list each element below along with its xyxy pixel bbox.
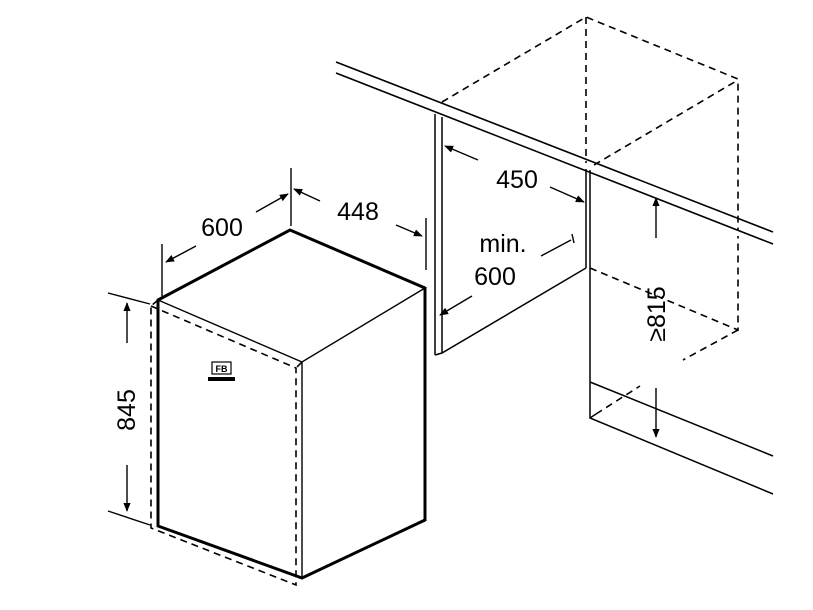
width-label: 600	[201, 214, 243, 242]
dimension-niche-height: ≥815	[643, 197, 671, 438]
svg-text:FB: FB	[216, 364, 228, 374]
min-label: min.	[479, 230, 526, 258]
height-label: 845	[113, 389, 141, 431]
dishwasher-front-top-edge	[157, 287, 426, 363]
dishwasher: FB	[150, 228, 427, 587]
dimension-min-width: min. 600	[439, 230, 575, 316]
worktop-edge-upper	[335, 61, 774, 233]
niche-depth-label: 450	[496, 166, 538, 194]
dimension-depth: 448	[293, 188, 427, 270]
door-panel-top-edge	[150, 299, 303, 369]
left-cabinet-panel	[434, 114, 443, 355]
depth-label: 448	[337, 198, 379, 226]
worktop-edge-lower	[335, 72, 774, 245]
right-cabinet-panel	[585, 169, 591, 382]
installation-niche	[335, 16, 774, 495]
niche-height-label: ≥815	[643, 286, 671, 341]
door-panel-outline	[150, 304, 297, 587]
brand-logo: FB	[208, 361, 235, 381]
min-width-label: 600	[474, 263, 516, 291]
dimension-width: 600	[161, 168, 292, 298]
plinth	[589, 381, 774, 495]
dimension-height: 845	[107, 292, 151, 526]
dimension-niche-depth: 450	[444, 145, 585, 203]
dishwasher-outline	[156, 228, 427, 580]
